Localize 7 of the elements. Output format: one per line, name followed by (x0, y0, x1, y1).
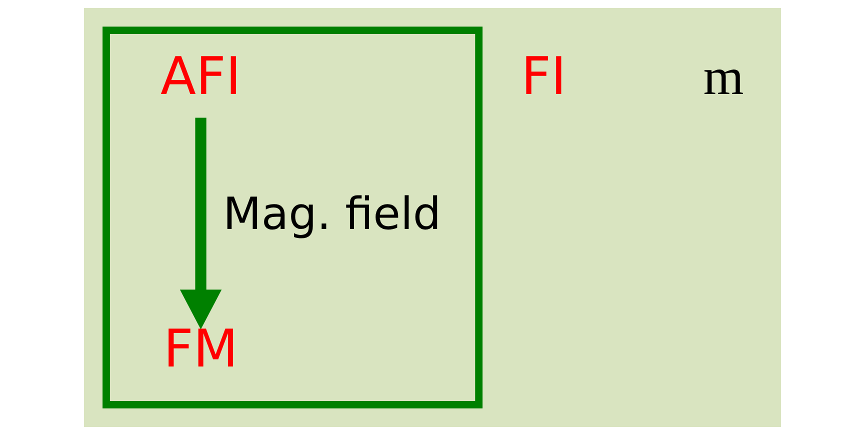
label: m (703, 49, 744, 106)
edge-label: Mag. field (223, 188, 442, 240)
node-text: FM (163, 320, 238, 380)
cluster (102, 26, 483, 408)
arrow (180, 118, 222, 330)
node-text: FI (521, 47, 566, 108)
node-text: AFI (160, 47, 242, 108)
